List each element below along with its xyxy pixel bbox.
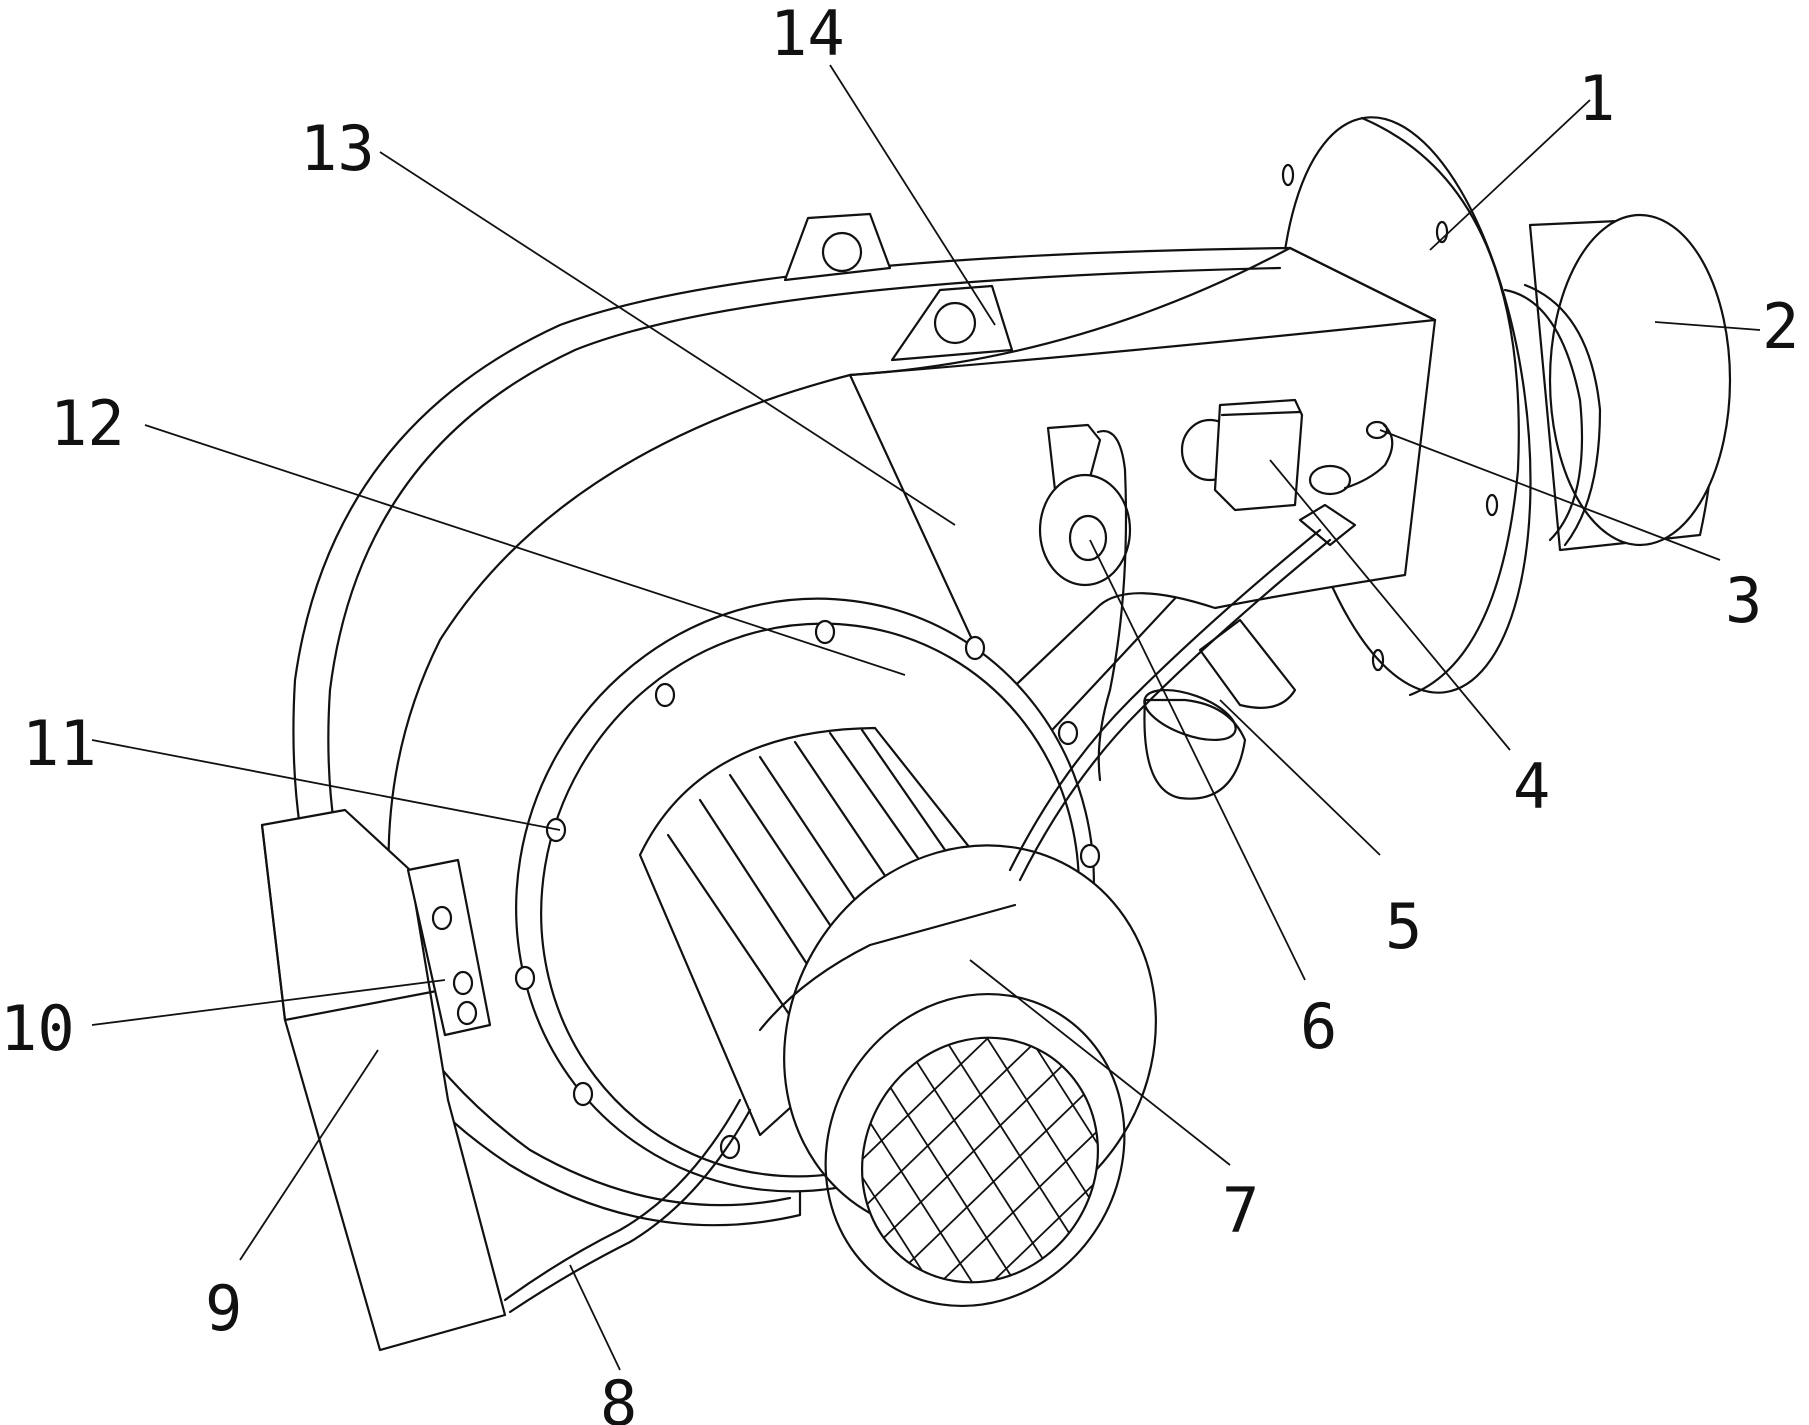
burner-tube xyxy=(1503,213,1732,552)
callout-8: 8 xyxy=(600,1367,637,1425)
lifting-lug-rear xyxy=(783,212,892,282)
motor xyxy=(638,726,1157,1327)
callout-13: 13 xyxy=(300,112,375,185)
callout-10: 10 xyxy=(0,992,75,1065)
cable xyxy=(503,528,1332,1314)
callout-7: 7 xyxy=(1222,1174,1259,1247)
callout-11: 11 xyxy=(22,707,97,780)
solenoid-valve xyxy=(1180,398,1357,547)
callout-4: 4 xyxy=(1513,750,1550,823)
elbow-pipe xyxy=(1143,618,1297,800)
callout-3: 3 xyxy=(1725,564,1762,637)
callout-14: 14 xyxy=(770,0,845,70)
leader-lines xyxy=(91,64,1761,1371)
callout-1: 1 xyxy=(1578,62,1615,135)
callout-12: 12 xyxy=(50,387,125,460)
callout-2: 2 xyxy=(1762,290,1799,363)
callout-9: 9 xyxy=(205,1272,242,1345)
mounting-bracket xyxy=(406,858,492,1037)
callout-5: 5 xyxy=(1385,890,1422,963)
callout-6: 6 xyxy=(1300,990,1337,1063)
